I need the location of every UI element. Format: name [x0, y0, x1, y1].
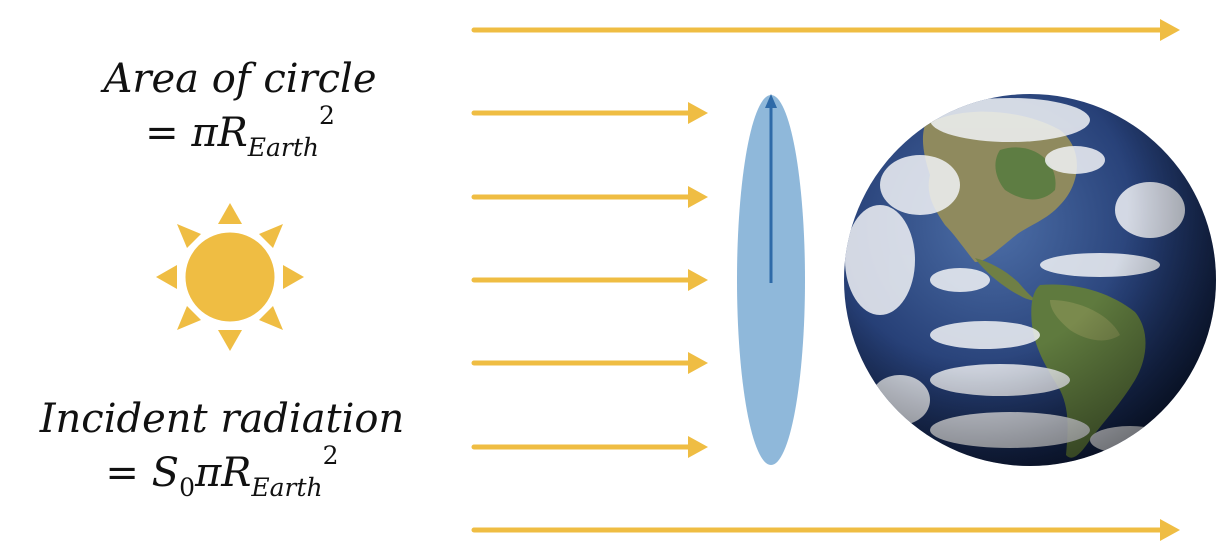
incident-radiation-formula: = S0πREarth 2 — [2, 443, 442, 502]
equals-sign: = — [145, 110, 192, 156]
earth-globe-icon — [844, 94, 1216, 466]
ray-arrow-top — [471, 19, 1180, 41]
radius-arrow — [765, 94, 777, 283]
ray-arrow-bottom — [471, 519, 1180, 541]
ray-arrow-4 — [471, 352, 708, 374]
incident-radiation-label: Incident radiation — [39, 396, 405, 442]
area-of-circle-equation: Area of circle = πREarth2 — [30, 52, 450, 160]
ray-arrow-1 — [471, 102, 708, 124]
radius-subscript: Earth — [247, 133, 319, 162]
area-of-circle-formula: = πREarth2 — [30, 103, 450, 162]
ray-arrow-2 — [471, 186, 708, 208]
radius-symbol: R — [221, 450, 252, 496]
radius-symbol: R — [217, 110, 248, 156]
solar-constant-subscript: 0 — [179, 473, 195, 502]
solar-constant-symbol: S — [151, 450, 180, 496]
radius-subscript: Earth — [251, 473, 323, 502]
ray-arrow-5 — [471, 436, 708, 458]
equals-sign: = — [105, 450, 152, 496]
pi-symbol: π — [194, 450, 222, 496]
ray-arrow-3 — [471, 269, 708, 291]
pi-symbol: π — [191, 110, 218, 156]
incident-radiation-equation: Incident radiation = S0πREarth 2 — [2, 392, 442, 500]
radiation-rays — [471, 19, 1180, 541]
exponent: 2 — [319, 101, 335, 130]
area-of-circle-label: Area of circle — [103, 56, 377, 102]
exponent: 2 — [322, 441, 339, 470]
sun-icon — [156, 203, 304, 351]
